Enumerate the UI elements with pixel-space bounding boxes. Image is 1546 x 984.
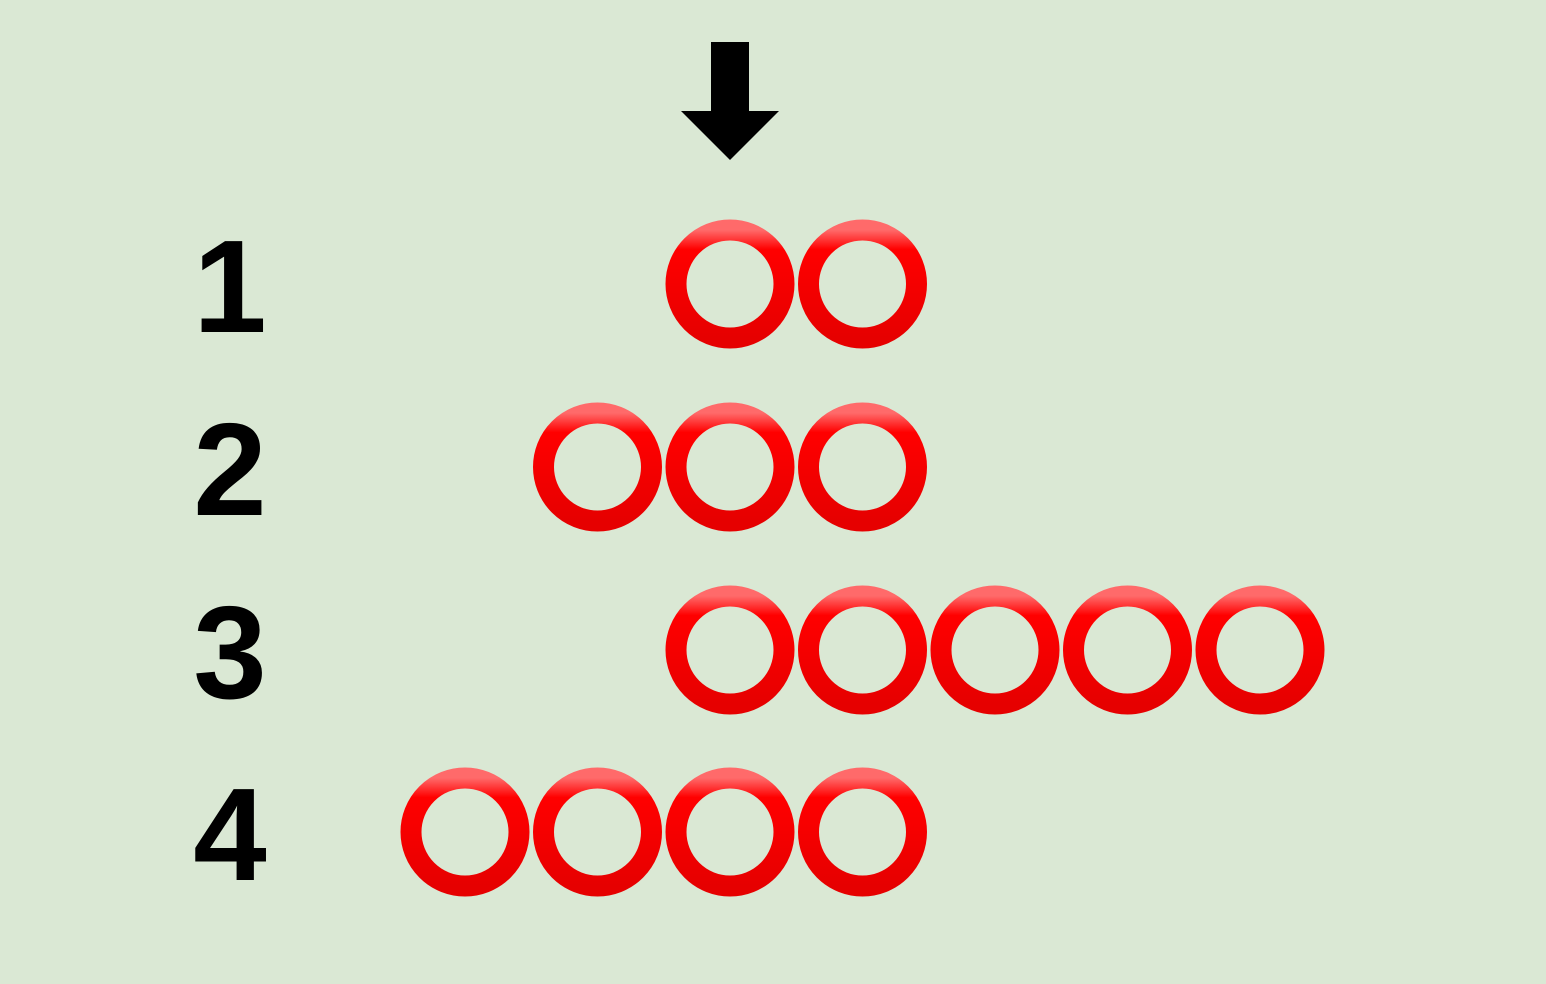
down-arrow-icon [681,42,779,160]
ring-row-1-2 [798,219,927,349]
ring-row-2-2 [665,402,795,532]
ring-row-4-3 [665,767,795,897]
ring-row-1-1 [665,219,795,349]
ring-row-3-2 [798,585,927,715]
row-label-3: 3 [193,579,266,726]
ring-row-4-2 [533,767,662,897]
row-label-1: 1 [193,213,266,360]
ring-row-3-1 [665,585,795,715]
row-label-4: 4 [193,761,266,908]
ring-row-3-4 [1063,585,1192,715]
ring-row-3-5 [1195,585,1325,715]
ring-row-3-3 [930,585,1060,715]
ring-row-2-1 [533,402,662,532]
ring-row-4-1 [400,767,530,897]
ring-row-4-4 [798,767,927,897]
ring-group [400,219,1325,897]
row-label-2: 2 [193,396,266,543]
ring-row-2-3 [798,402,927,532]
